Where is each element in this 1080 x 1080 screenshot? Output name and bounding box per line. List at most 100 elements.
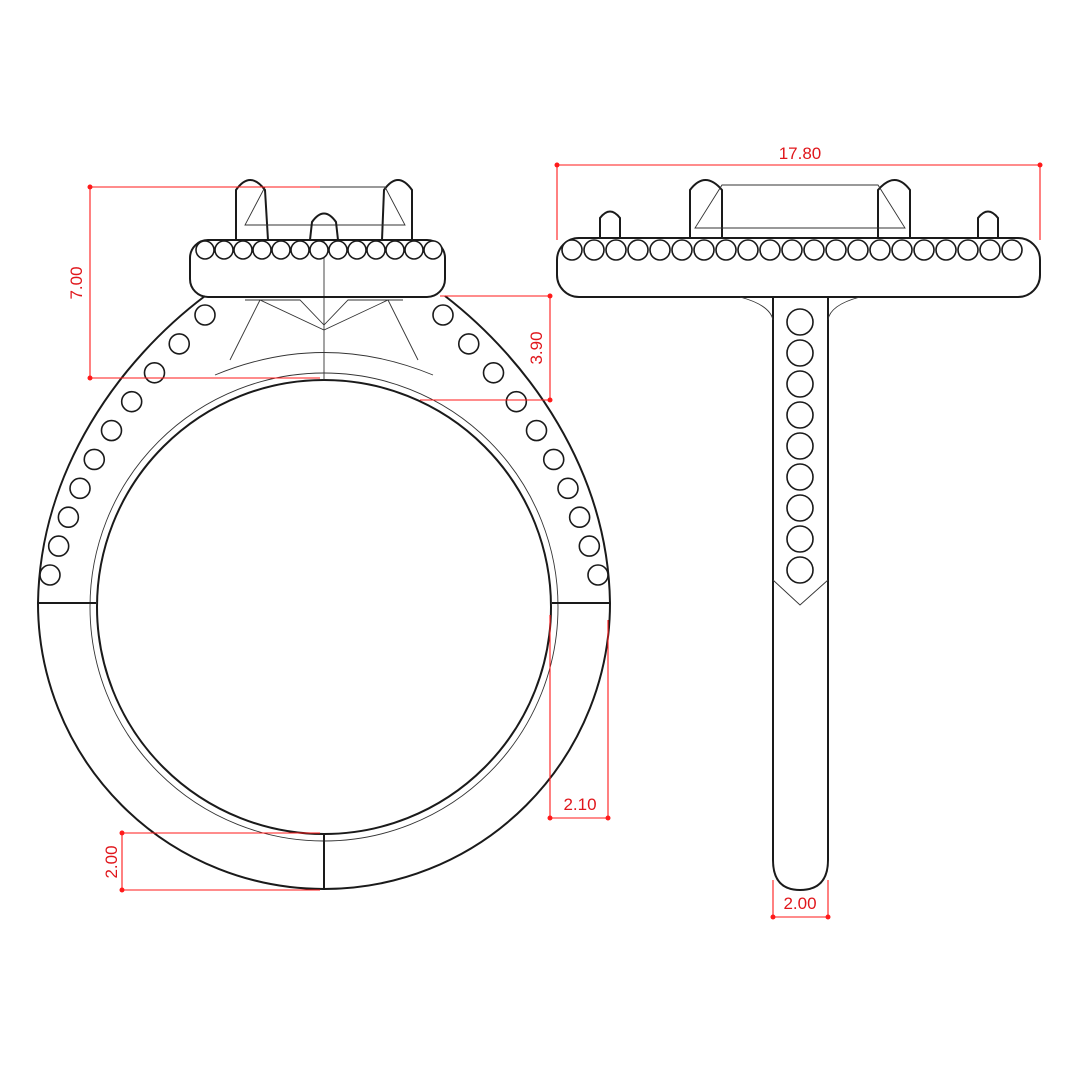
dimension-head-height: 3.90 [420, 293, 553, 403]
prong-icon [599, 210, 621, 238]
stone-icon [47, 535, 70, 557]
stone-icon [578, 535, 601, 557]
stone-icon [847, 239, 869, 261]
dimension-label: 3.90 [527, 331, 546, 364]
stone-icon [891, 239, 913, 261]
stone-icon [404, 240, 424, 260]
halo-stones [561, 239, 1023, 261]
dimension-label: 2.10 [563, 795, 596, 814]
stone-icon [649, 239, 671, 261]
stone-icon [120, 390, 143, 413]
stone-icon [432, 304, 454, 326]
stone-icon [781, 239, 803, 261]
stone-icon [525, 419, 548, 442]
stone-icon [786, 494, 814, 522]
dimension-label: 2.00 [783, 894, 816, 913]
stone-icon [290, 240, 310, 260]
outer-shoulder-left [37, 295, 206, 604]
stone-icon [568, 506, 591, 529]
stone-icon [347, 240, 367, 260]
stone-icon [271, 240, 291, 260]
shank-taper [772, 579, 829, 606]
prong-icon [381, 179, 413, 241]
stone-icon [583, 239, 605, 261]
dimension-shank-side: 2.10 [547, 615, 611, 821]
stone-icon [786, 308, 814, 336]
stone-icon [423, 240, 443, 260]
stone-icon [1001, 239, 1023, 261]
stone-icon [309, 240, 329, 260]
gallery-arc [214, 352, 434, 376]
stone-icon [69, 477, 91, 500]
stone-icon [542, 448, 565, 471]
stone-icon [786, 339, 814, 367]
prong-icon [689, 179, 723, 238]
stone-icon [328, 240, 348, 260]
center-stone [694, 184, 906, 229]
stone-icon [869, 239, 891, 261]
stone-icon [786, 463, 814, 491]
gallery [229, 299, 419, 361]
front-view [556, 179, 1041, 892]
stone-icon [693, 239, 715, 261]
stone-icon [786, 432, 814, 460]
stone-icon [233, 240, 253, 260]
dimension-label: 17.80 [779, 144, 822, 163]
prong-icon [309, 212, 339, 241]
stone-icon [457, 333, 480, 355]
stone-icon [195, 240, 215, 260]
halo-head [189, 239, 446, 298]
stone-icon [194, 304, 216, 326]
dimension-label: 7.00 [67, 266, 86, 299]
stone-icon [366, 240, 386, 260]
stone-icon [561, 239, 583, 261]
stone-icon [786, 401, 814, 429]
stone-icon [935, 239, 957, 261]
center-stone [244, 186, 406, 226]
shank [772, 297, 829, 892]
stone-icon [605, 239, 627, 261]
stone-icon [979, 239, 1001, 261]
stone-icon [57, 506, 80, 529]
halo-head [556, 237, 1041, 298]
stone-icon [505, 390, 528, 413]
outer-shoulder-right [444, 295, 611, 604]
stone-icon [737, 239, 759, 261]
stone-icon [786, 525, 814, 553]
dimension-shank-bottom: 2.00 [102, 830, 320, 893]
stone-icon [143, 361, 166, 384]
prong-icon [877, 179, 911, 238]
stone-icon [587, 564, 609, 586]
stone-icon [715, 239, 737, 261]
stone-icon [913, 239, 935, 261]
stone-icon [83, 448, 106, 471]
inner-band [96, 379, 552, 835]
stone-icon [825, 239, 847, 261]
stone-icon [671, 239, 693, 261]
stone-icon [803, 239, 825, 261]
stone-icon [100, 419, 123, 442]
halo-stones [195, 240, 443, 260]
stone-icon [786, 370, 814, 398]
stone-icon [957, 239, 979, 261]
shoulder-stones [39, 304, 609, 586]
stone-icon [627, 239, 649, 261]
gallery [245, 299, 403, 326]
dimension-label: 2.00 [102, 845, 121, 878]
side-view [37, 179, 611, 890]
stone-icon [214, 240, 234, 260]
stone-icon [759, 239, 781, 261]
stone-icon [252, 240, 272, 260]
shoulder [739, 296, 861, 321]
stone-icon [168, 333, 191, 355]
stone-icon [557, 477, 579, 500]
dimension-total-height: 7.00 [67, 184, 320, 381]
prong-icon [235, 179, 269, 241]
shank-stones [786, 308, 814, 584]
inner-band-edge [89, 372, 559, 842]
stone-icon [39, 564, 61, 586]
stone-icon [786, 556, 814, 584]
dimension-total-width: 17.80 [554, 144, 1043, 240]
dimension-shank-width: 2.00 [770, 880, 831, 920]
